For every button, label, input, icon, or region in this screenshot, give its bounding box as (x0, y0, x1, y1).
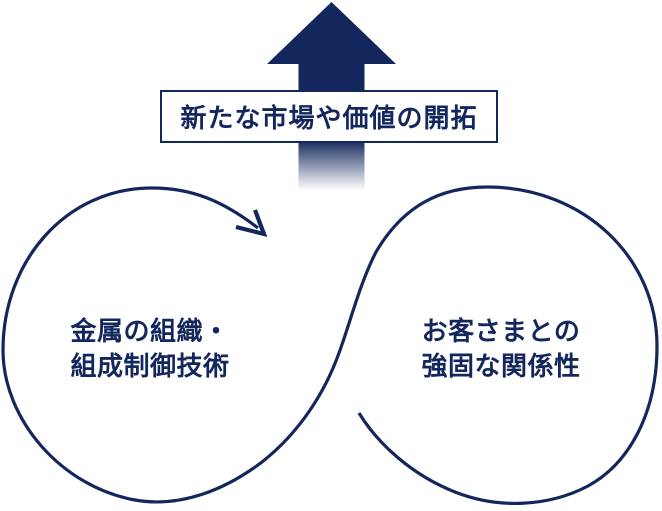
left-loop-caption-line2: 組成制御技術 (70, 351, 230, 381)
up-arrow-head-icon (267, 2, 396, 64)
right-loop-caption-line1: お客さまとの (421, 316, 581, 346)
left-loop-caption-line1: 金属の組織・ (70, 316, 230, 346)
arrow-label-box: 新たな市場や価値の開拓 (160, 90, 498, 143)
right-loop-caption: お客さまとの 強固な関係性 (381, 314, 621, 384)
left-loop-caption: 金属の組織・ 組成制御技術 (30, 314, 270, 384)
loop-arrowhead-icon (235, 209, 268, 238)
right-loop-caption-line2: 強固な関係性 (421, 351, 581, 381)
infinity-loop-path (1, 185, 659, 505)
arrow-label: 新たな市場や価値の開拓 (180, 103, 478, 133)
